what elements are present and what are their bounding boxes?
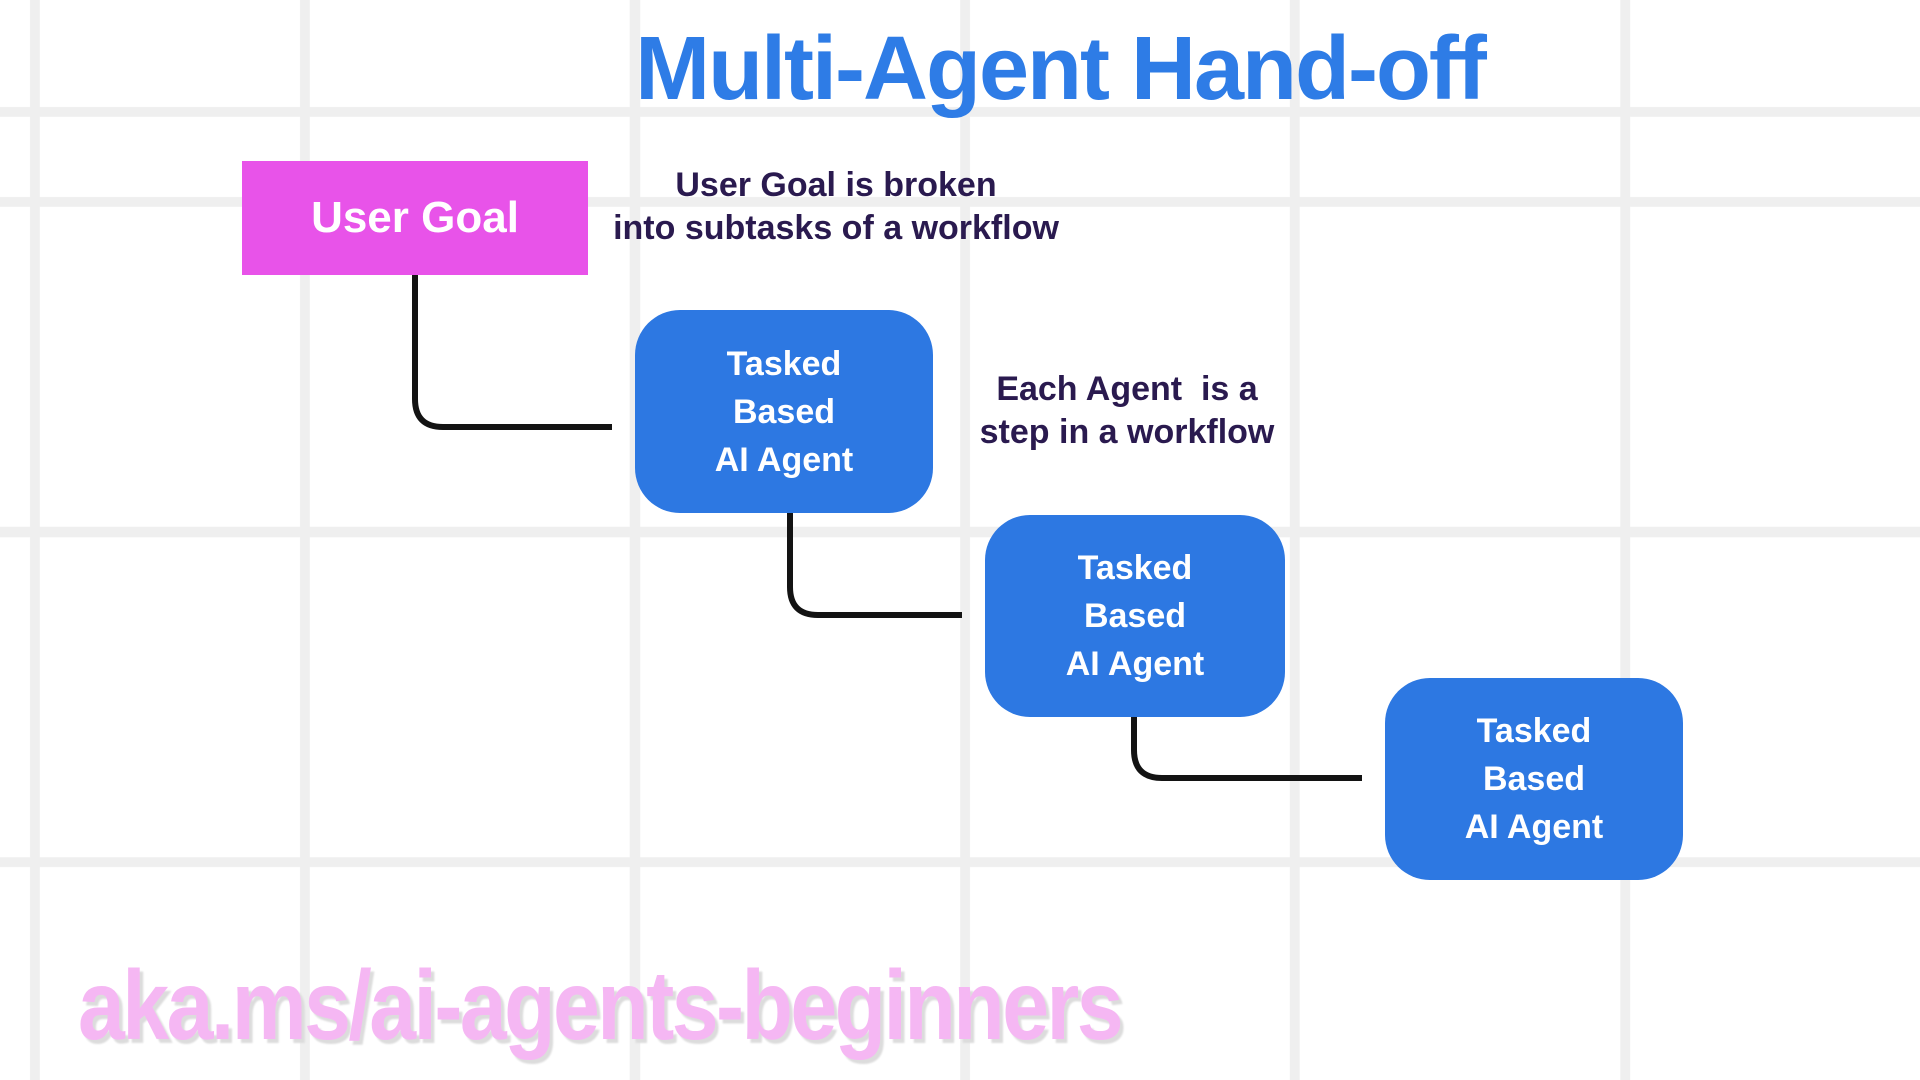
- footer-link-text: aka.ms/ai-agents-beginners: [78, 950, 1124, 1060]
- annotation-line: Each Agent is a: [996, 370, 1258, 408]
- agent-box-label-line: AI Agent: [1065, 645, 1205, 683]
- user-goal-label: User Goal: [311, 193, 519, 242]
- agent-box-label-line: Tasked: [1077, 549, 1193, 587]
- annotation-line: User Goal is broken: [675, 166, 997, 204]
- agent-box-1: Tasked Based AI Agent: [635, 310, 933, 513]
- agent-box-label-line: Tasked: [726, 344, 842, 383]
- arrow-agent1-to-agent2: [787, 513, 962, 618]
- annotation-goal-breakdown: User Goal is broken into subtasks of a w…: [586, 164, 1086, 250]
- agent-box-label-line: Based: [732, 392, 836, 431]
- user-goal-box: User Goal: [242, 161, 588, 275]
- agent-box-2: Tasked Based AI Agent: [985, 515, 1285, 717]
- agent-box-label-line: Based: [1482, 760, 1586, 798]
- arrow-user-goal-to-agent1: [412, 275, 612, 430]
- arrow-agent2-to-agent3: [1131, 717, 1362, 781]
- agent-box-label-line: AI Agent: [1464, 808, 1604, 846]
- agent-box-3: Tasked Based AI Agent: [1385, 678, 1683, 880]
- annotation-line: into subtasks of a workflow: [613, 209, 1059, 247]
- page-title: Multi-Agent Hand-off: [635, 19, 1487, 119]
- annotation-agent-step: Each Agent is a step in a workflow: [927, 368, 1327, 454]
- annotation-line: step in a workflow: [979, 413, 1275, 451]
- agent-box-label-line: Based: [1083, 597, 1187, 635]
- agent-box-label-line: AI Agent: [714, 440, 854, 479]
- agent-box-label-line: Tasked: [1476, 712, 1592, 750]
